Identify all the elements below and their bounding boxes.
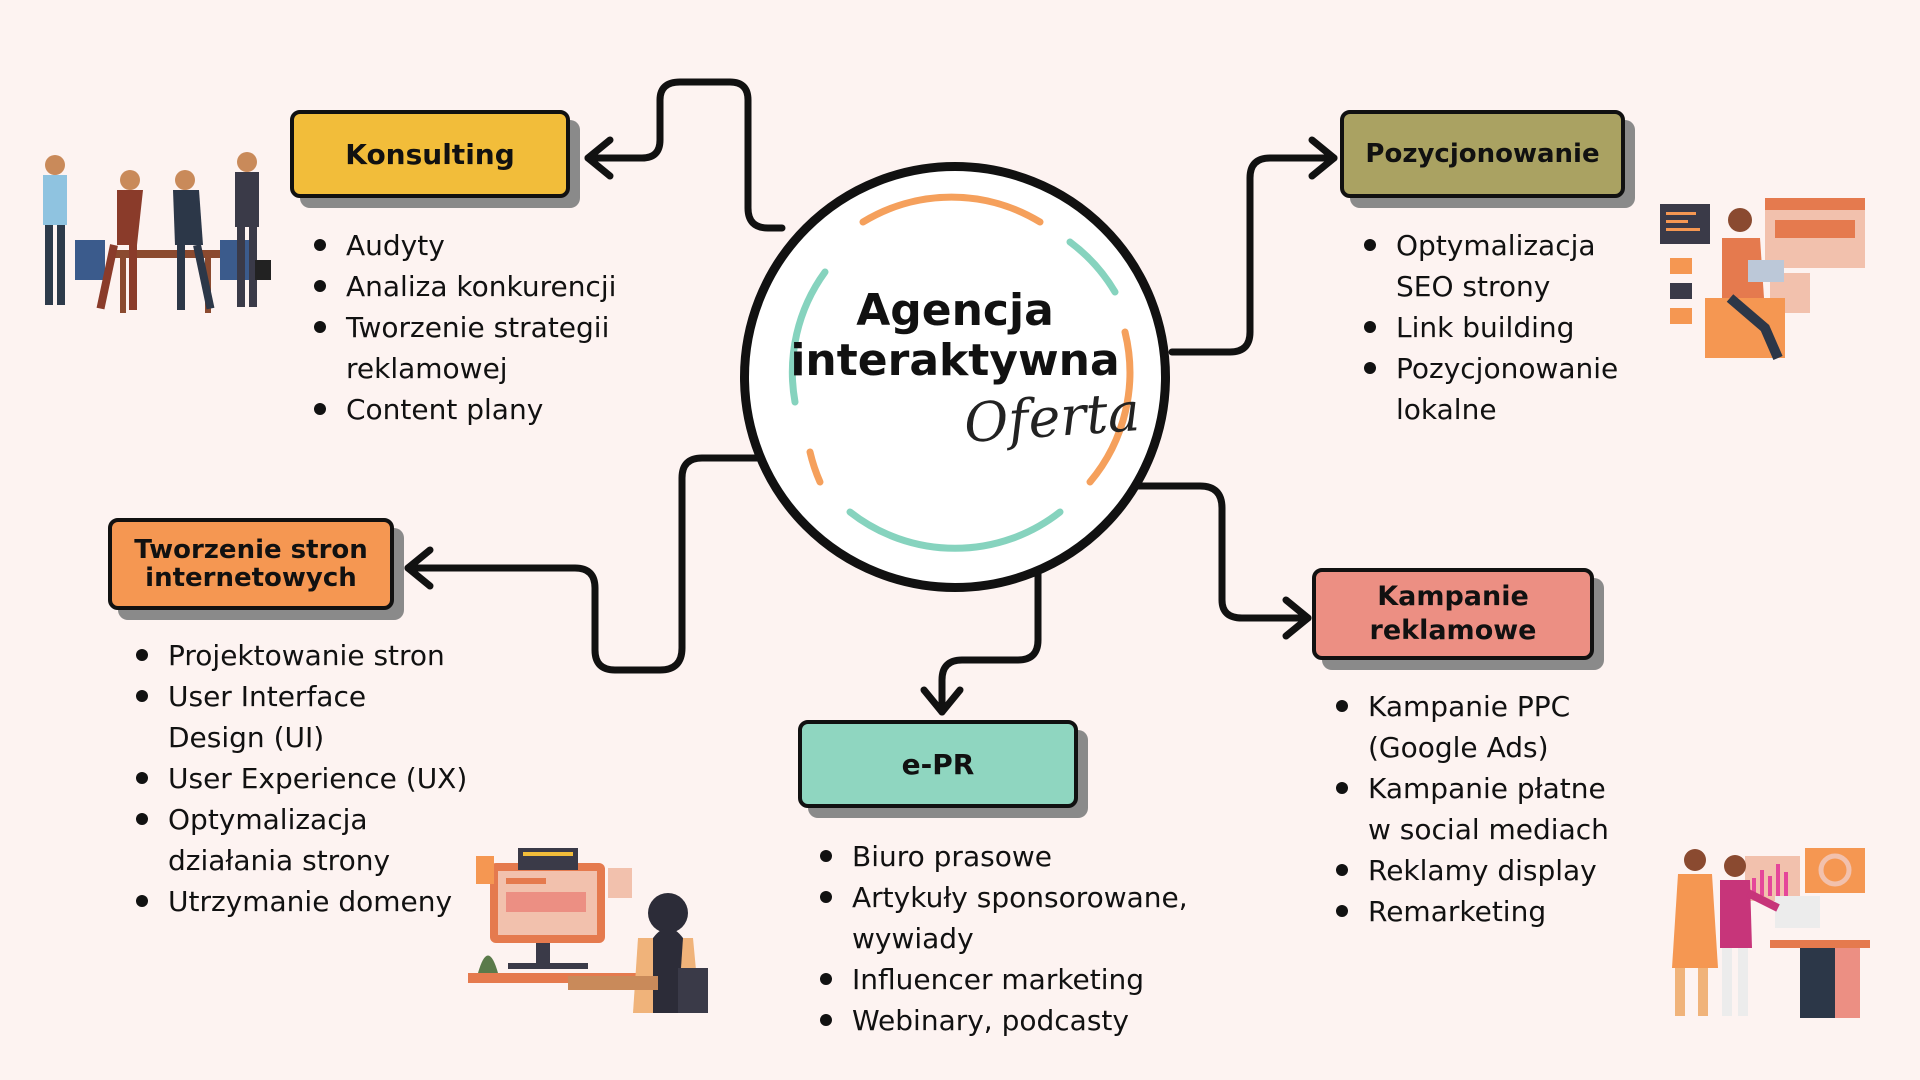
list-item: Reklamy display xyxy=(1332,850,1609,891)
list-item: Analiza konkurencji xyxy=(310,266,616,307)
pozycjonowanie-list: Optymalizacja SEO strony Link building P… xyxy=(1360,225,1618,430)
node-pozycjonowanie-title: Pozycjonowanie xyxy=(1365,139,1599,169)
list-item: Audyty xyxy=(310,225,616,266)
list-item: Kampanie płatne w social mediach xyxy=(1332,768,1609,850)
list-item: Artykuły sponsorowane, wywiady xyxy=(816,877,1188,959)
list-item: User Experience (UX) xyxy=(132,758,467,799)
central-hub: Agencja interaktywna Oferta xyxy=(740,162,1170,592)
node-epr-title: e-PR xyxy=(902,748,975,781)
konsulting-list: Audyty Analiza konkurencji Tworzenie str… xyxy=(310,225,616,430)
kampanie-list: Kampanie PPC (Google Ads) Kampanie płatn… xyxy=(1332,686,1609,932)
list-item: Optymalizacja SEO strony xyxy=(1360,225,1618,307)
node-epr: e-PR xyxy=(798,720,1078,808)
list-item: Remarketing xyxy=(1332,891,1609,932)
node-tworzenie-title: Tworzenie stron internetowych xyxy=(134,536,368,592)
epr-list: Biuro prasowe Artykuły sponsorowane, wyw… xyxy=(816,836,1188,1041)
marketing-presentation-illustration xyxy=(1660,848,1870,1018)
business-handshake-illustration xyxy=(25,150,275,320)
hub-title: Agencja interaktywna xyxy=(749,286,1161,386)
list-item: Utrzymanie domeny xyxy=(132,881,467,922)
node-konsulting-title: Konsulting xyxy=(345,138,515,171)
tworzenie-list: Projektowanie stron User Interface Desig… xyxy=(132,635,467,922)
list-item: Projektowanie stron xyxy=(132,635,467,676)
hub-subtitle: Oferta xyxy=(962,380,1142,455)
list-item: Influencer marketing xyxy=(816,959,1188,1000)
list-item: Optymalizacja działania strony xyxy=(132,799,467,881)
node-pozycjonowanie: Pozycjonowanie xyxy=(1340,110,1625,198)
list-item: Link building xyxy=(1360,307,1618,348)
seo-developer-illustration xyxy=(1660,198,1870,366)
web-designer-illustration xyxy=(468,848,718,1018)
node-tworzenie-stron: Tworzenie stron internetowych xyxy=(108,518,394,610)
node-kampanie-reklamowe: Kampanie reklamowe xyxy=(1312,568,1594,660)
list-item: Pozycjonowanie lokalne xyxy=(1360,348,1618,430)
list-item: Tworzenie strategii reklamowej xyxy=(310,307,616,389)
list-item: Webinary, podcasty xyxy=(816,1000,1188,1041)
node-kampanie-title: Kampanie reklamowe xyxy=(1370,580,1537,648)
node-konsulting: Konsulting xyxy=(290,110,570,198)
list-item: User Interface Design (UI) xyxy=(132,676,467,758)
list-item: Content plany xyxy=(310,389,616,430)
connector-pozycjonowanie xyxy=(1172,158,1334,352)
list-item: Biuro prasowe xyxy=(816,836,1188,877)
list-item: Kampanie PPC (Google Ads) xyxy=(1332,686,1609,768)
